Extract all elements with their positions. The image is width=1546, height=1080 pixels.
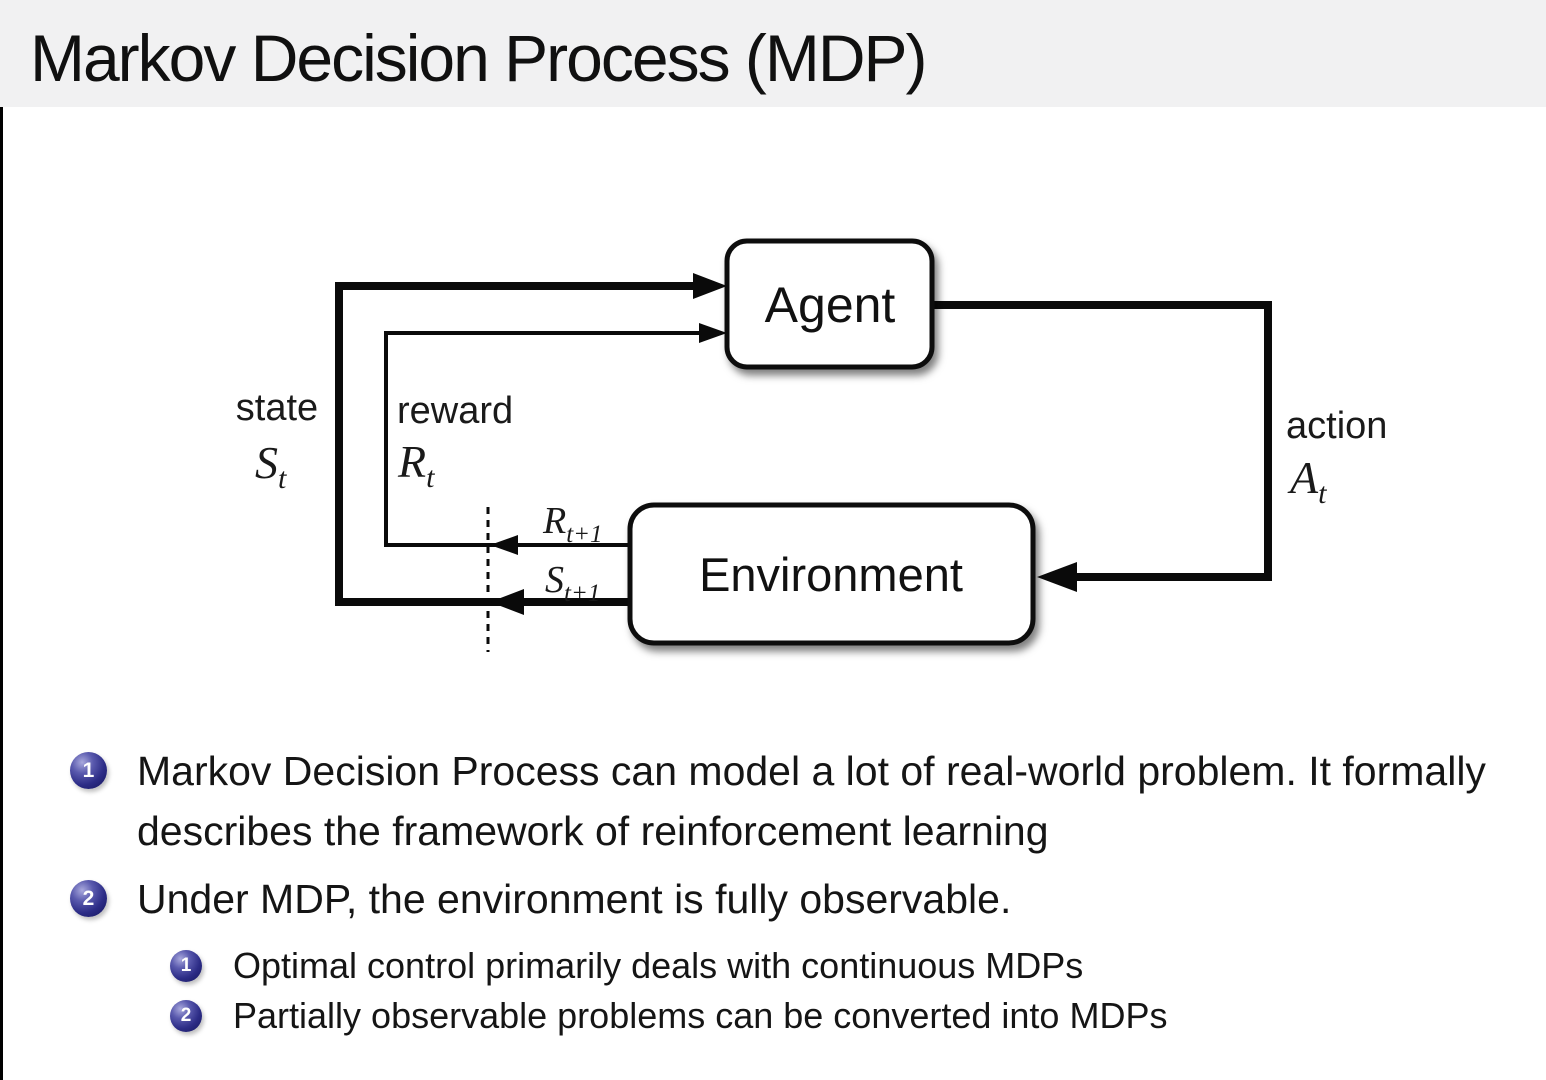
action-arrowhead-into-environment — [1037, 562, 1077, 592]
bullet-number: 1 — [180, 955, 192, 976]
action-symbol-sub: t — [1318, 477, 1327, 510]
state-symbol: St — [255, 437, 287, 495]
reward-word-label: reward — [397, 390, 513, 432]
list-item: 2 Under MDP, the environment is fully ob… — [70, 869, 1507, 929]
state-arrowhead-at-boundary — [490, 589, 524, 615]
reward-symbol: Rt — [397, 436, 435, 494]
next-state-symbol-sub: t+1 — [564, 580, 600, 607]
bullet-number: 2 — [180, 1005, 192, 1026]
reward-symbol-main: R — [397, 436, 426, 487]
sub-list-item: 1 Optimal control primarily deals with c… — [170, 941, 1507, 991]
bullet-number-badge: 2 — [70, 880, 107, 917]
reward-arrowhead-into-agent — [699, 323, 727, 343]
bullet-text: Markov Decision Process can model a lot … — [137, 748, 1486, 854]
reward-arrowhead-at-boundary — [490, 535, 518, 555]
next-state-symbol: St+1 — [545, 559, 600, 607]
reward-loop — [384, 323, 727, 555]
state-symbol-sub: t — [278, 462, 287, 495]
left-edge-line — [0, 0, 3, 1080]
next-state-symbol-main: S — [545, 559, 564, 601]
agent-box — [724, 238, 935, 370]
action-loop — [932, 301, 1272, 592]
mdp-diagram: Agent Environment state St reward Rt Rt+… — [236, 238, 1387, 652]
bullet-number-badge: 1 — [170, 950, 202, 982]
state-arrowhead-into-agent — [693, 273, 727, 299]
bullet-number-badge: 2 — [170, 1000, 202, 1032]
bullet-list: 1 Markov Decision Process can model a lo… — [70, 741, 1507, 1041]
action-word-label: action — [1286, 405, 1387, 447]
bullet-number: 1 — [82, 758, 95, 782]
bullet-number: 2 — [82, 886, 95, 910]
environment-label: Environment — [699, 548, 963, 601]
next-reward-symbol: Rt+1 — [542, 500, 603, 548]
action-flow-line — [932, 301, 1272, 581]
state-flow-line — [335, 282, 697, 606]
agent-label: Agent — [765, 277, 896, 333]
state-loop — [335, 273, 727, 615]
reward-symbol-sub: t — [426, 461, 435, 494]
state-word-label: state — [236, 387, 318, 429]
bullet-text: Optimal control primarily deals with con… — [233, 945, 1084, 986]
environment-box — [627, 502, 1036, 646]
sub-list-item: 2 Partially observable problems can be c… — [170, 991, 1507, 1041]
action-symbol: At — [1287, 452, 1327, 510]
next-reward-symbol-main: R — [542, 500, 566, 542]
bullet-text: Under MDP, the environment is fully obse… — [137, 876, 1012, 922]
bullet-text: Partially observable problems can be con… — [233, 995, 1168, 1036]
page-title: Markov Decision Process (MDP) — [30, 21, 928, 95]
action-symbol-main: A — [1287, 452, 1319, 503]
state-symbol-main: S — [255, 437, 278, 488]
list-item: 1 Markov Decision Process can model a lo… — [70, 741, 1507, 861]
slide-header: Markov Decision Process (MDP) — [0, 0, 1546, 107]
next-reward-symbol-sub: t+1 — [566, 521, 602, 548]
bullet-number-badge: 1 — [70, 752, 107, 789]
